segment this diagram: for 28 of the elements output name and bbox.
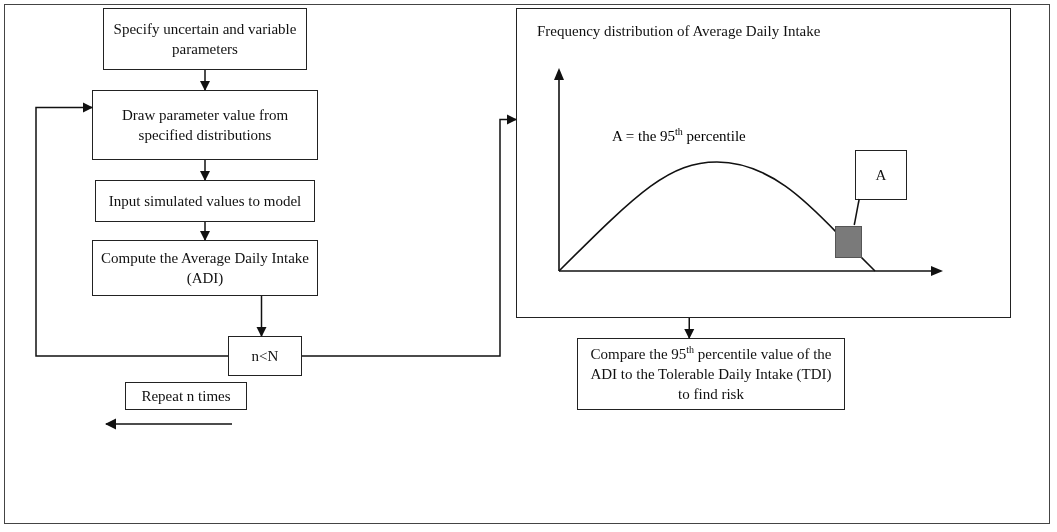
- arrow: [199, 159, 211, 182]
- chart-annotation: A = the 95$^{th}$ percentile: [612, 128, 746, 145]
- node-text: A: [875, 165, 887, 185]
- node-text: Specify uncertain and variable parameters: [112, 19, 298, 59]
- process-box: [95, 180, 315, 222]
- leader-line: [853, 198, 860, 226]
- node-text: Compute the Average Daily Intake (ADI): [101, 248, 309, 288]
- arrow: [199, 221, 211, 242]
- arrow: [301, 114, 518, 357]
- arrow: [199, 69, 211, 92]
- node-text: Repeat n times: [141, 386, 231, 406]
- process-box: [92, 240, 318, 296]
- node-text: Compare the 95$^{th}$ percentile value of the ADI to the Tolerable Daily Intake (TDI) to find risk: [589, 343, 833, 405]
- chart-panel: [516, 8, 1011, 318]
- node-text: n<N: [251, 346, 279, 366]
- note-box: [125, 382, 247, 410]
- process-box: [92, 90, 318, 160]
- decision-box: [228, 336, 302, 376]
- process-box: [103, 8, 307, 70]
- callout-box: [855, 150, 907, 200]
- shaded-marker: [835, 226, 862, 258]
- arrow: [684, 317, 695, 340]
- arrow: [35, 102, 229, 357]
- node-text: Draw parameter value from specified distributions: [120, 105, 290, 145]
- result-box: [577, 338, 845, 410]
- panel-title: Frequency distribution of Average Daily Intake: [537, 22, 821, 41]
- node-text: Input simulated values to model: [108, 191, 302, 211]
- arrow: [256, 295, 267, 338]
